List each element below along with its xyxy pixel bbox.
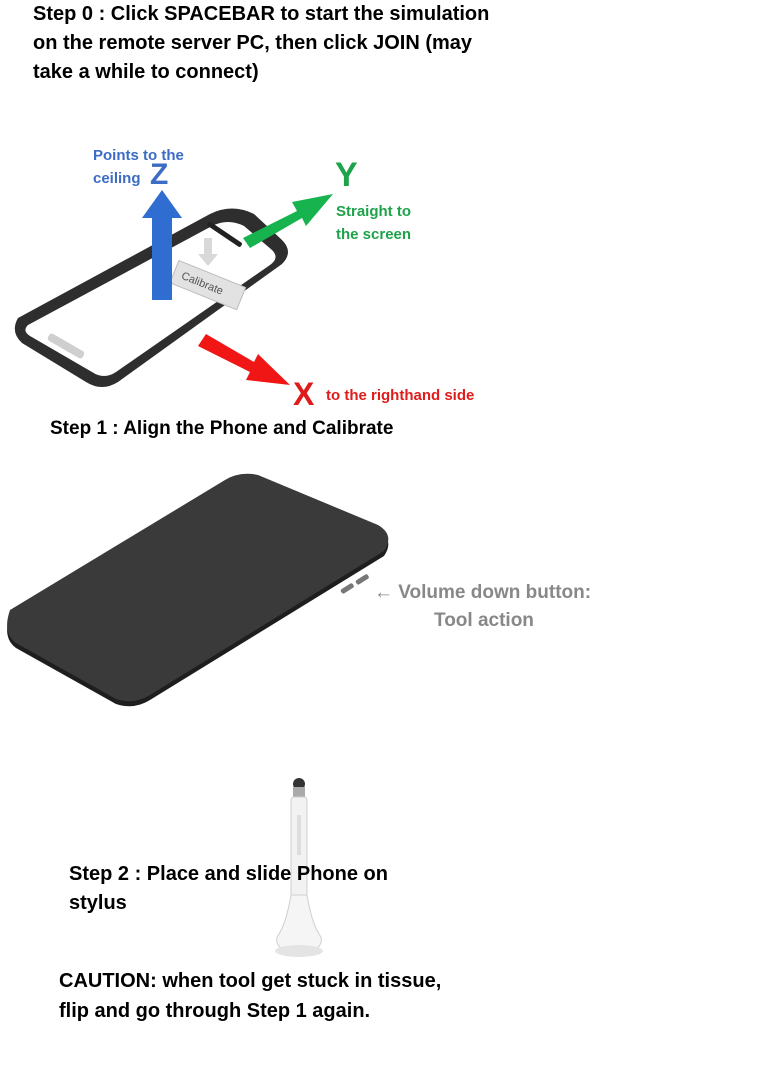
- y-axis-letter: Y: [335, 156, 358, 194]
- caution-text: CAUTION: when tool get stuck in tissue, …: [59, 966, 489, 1026]
- volume-down-button-illustration: [340, 583, 354, 594]
- step2-line2: stylus: [69, 892, 127, 914]
- step0-instructions: Step 0 : Click SPACEBAR to start the sim…: [33, 0, 513, 87]
- y-axis-description: Straight to the screen: [336, 200, 446, 246]
- volume-line1: Volume down button:: [398, 582, 592, 603]
- z-desc-line1: Points to the: [93, 147, 184, 164]
- x-axis-letter: X: [293, 376, 315, 412]
- volume-line2: Tool action: [434, 610, 534, 631]
- phone-axes-illustration: [14, 190, 333, 387]
- flat-phone-illustration: [7, 473, 389, 707]
- x-axis-description: to the righthand side: [326, 387, 475, 404]
- volume-down-note: ← Volume down button: Tool action: [374, 579, 591, 635]
- calibrate-button-illustration: [169, 259, 247, 311]
- z-axis-description: Points to the ceiling: [93, 144, 213, 190]
- stylus-illustration: [275, 778, 323, 957]
- step2-line1: Step 2 : Place and slide Phone on: [69, 863, 388, 885]
- x-axis-arrow: [198, 334, 290, 385]
- left-arrow-icon: ←: [374, 582, 393, 603]
- down-arrow-icon: [198, 238, 218, 266]
- caution-line1: CAUTION: when tool get stuck in tissue,: [59, 970, 442, 992]
- caution-line2: flip and go through Step 1 again.: [59, 1000, 371, 1022]
- step2-text: Step 2 : Place and slide Phone on stylus: [69, 860, 429, 918]
- z-axis-arrow: [142, 190, 182, 300]
- y-axis-arrow: [243, 194, 333, 248]
- z-axis-letter: Z: [150, 158, 169, 191]
- step0-line2: on the remote server PC, then click JOIN…: [33, 32, 473, 54]
- y-desc-line1: Straight to: [336, 203, 411, 220]
- step1-text: Step 1 : Align the Phone and Calibrate: [50, 418, 394, 439]
- y-desc-line2: the screen: [336, 226, 412, 243]
- step0-line1: Step 0 : Click SPACEBAR to start the sim…: [33, 3, 490, 25]
- z-desc-line2: ceiling: [93, 170, 141, 187]
- step0-line3: take a while to connect): [33, 61, 259, 83]
